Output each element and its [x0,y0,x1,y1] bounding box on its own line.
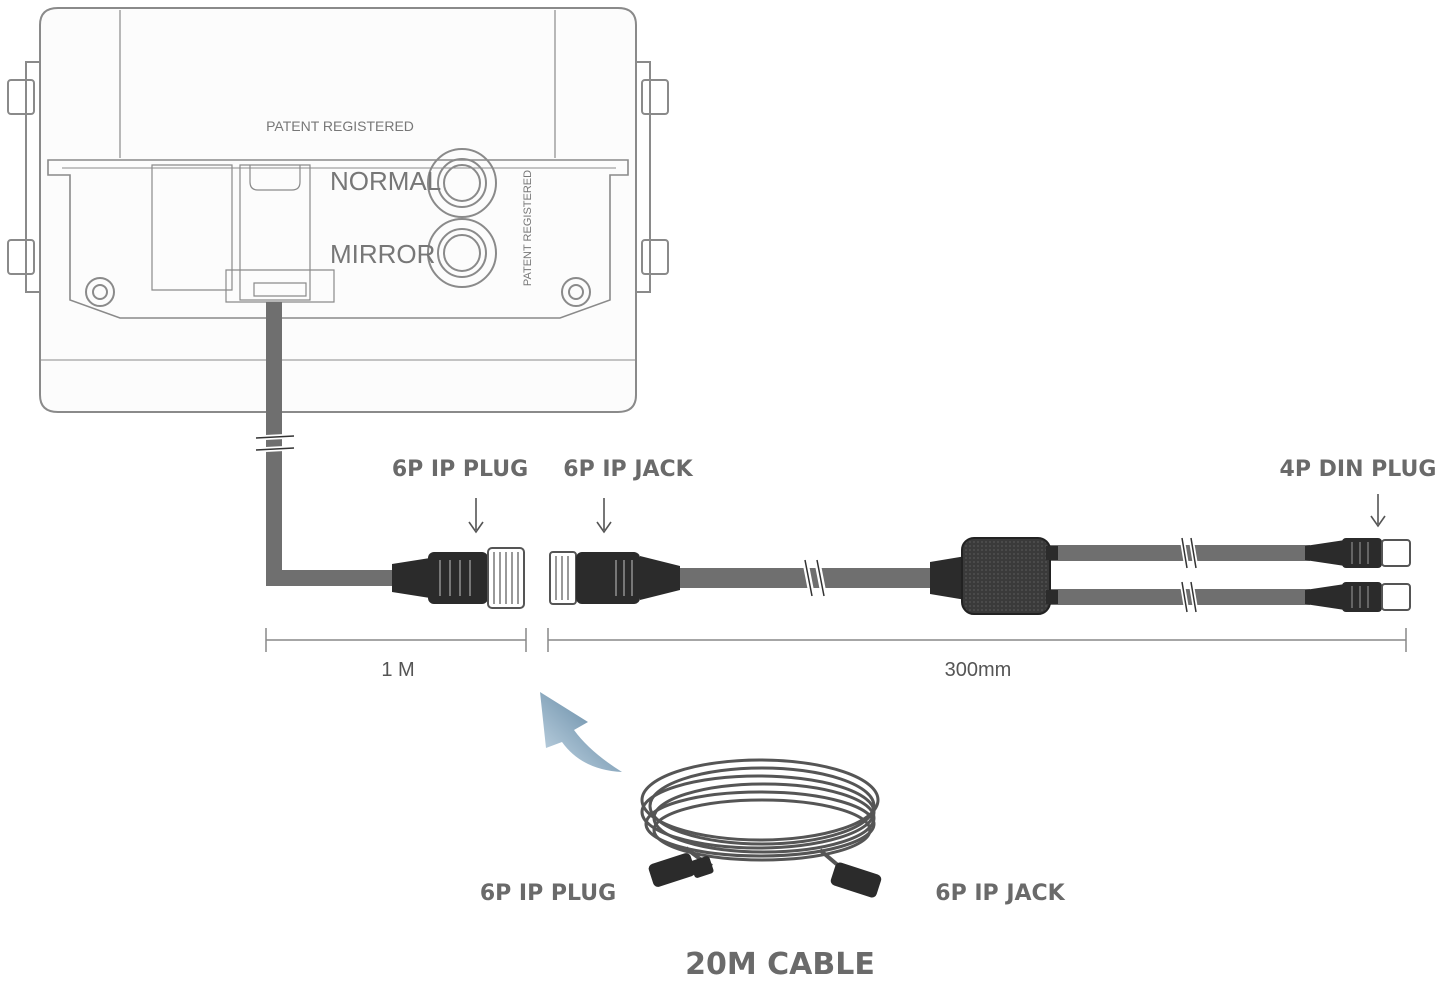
din-4p-plug-lower [1305,582,1411,612]
down-arrow-icon [468,498,484,534]
dimension-line-right [547,628,1407,652]
cable-plug-label: 6P IP PLUG [480,881,616,906]
dimension-right-text: 300mm [945,659,1012,681]
mirror-label: MIRROR [330,239,435,269]
din-4p-plug-upper [1305,538,1411,568]
main-cable [670,559,940,597]
jack-6p-label: 6P IP JACK [563,457,693,482]
patent-top-text: PATENT REGISTERED [266,118,414,134]
camera-body [7,7,669,413]
cable-title: 20M CABLE [685,947,875,981]
normal-label: NORMAL [330,166,441,196]
down-arrow-icon [1370,494,1386,528]
dimension-left-text: 1 M [381,659,414,681]
cable-coil-icon [640,758,880,874]
splitter-box [930,537,1058,615]
coil-plug-end-icon [648,853,714,887]
screw-left-icon [85,277,115,307]
dimension-line-left [265,628,527,652]
split-cable-lower [1050,581,1310,613]
cable-jack-label: 6P IP JACK [935,881,1065,906]
down-arrow-icon [596,498,612,534]
normal-knob-icon[interactable] [427,148,497,218]
split-cable-upper [1050,537,1310,569]
camera-cable [255,302,400,586]
curved-arrow-icon [540,692,622,772]
plug-6p-connector [392,547,525,609]
screw-right-icon [561,277,591,307]
jack-6p-connector [549,551,680,605]
mirror-knob-icon[interactable] [427,218,497,288]
coil-jack-end-icon [830,862,882,898]
patent-side-text: PATENT REGISTERED [522,170,534,286]
plug-6p-label: 6P IP PLUG [392,457,528,482]
din-4p-label: 4P DIN PLUG [1280,457,1437,482]
